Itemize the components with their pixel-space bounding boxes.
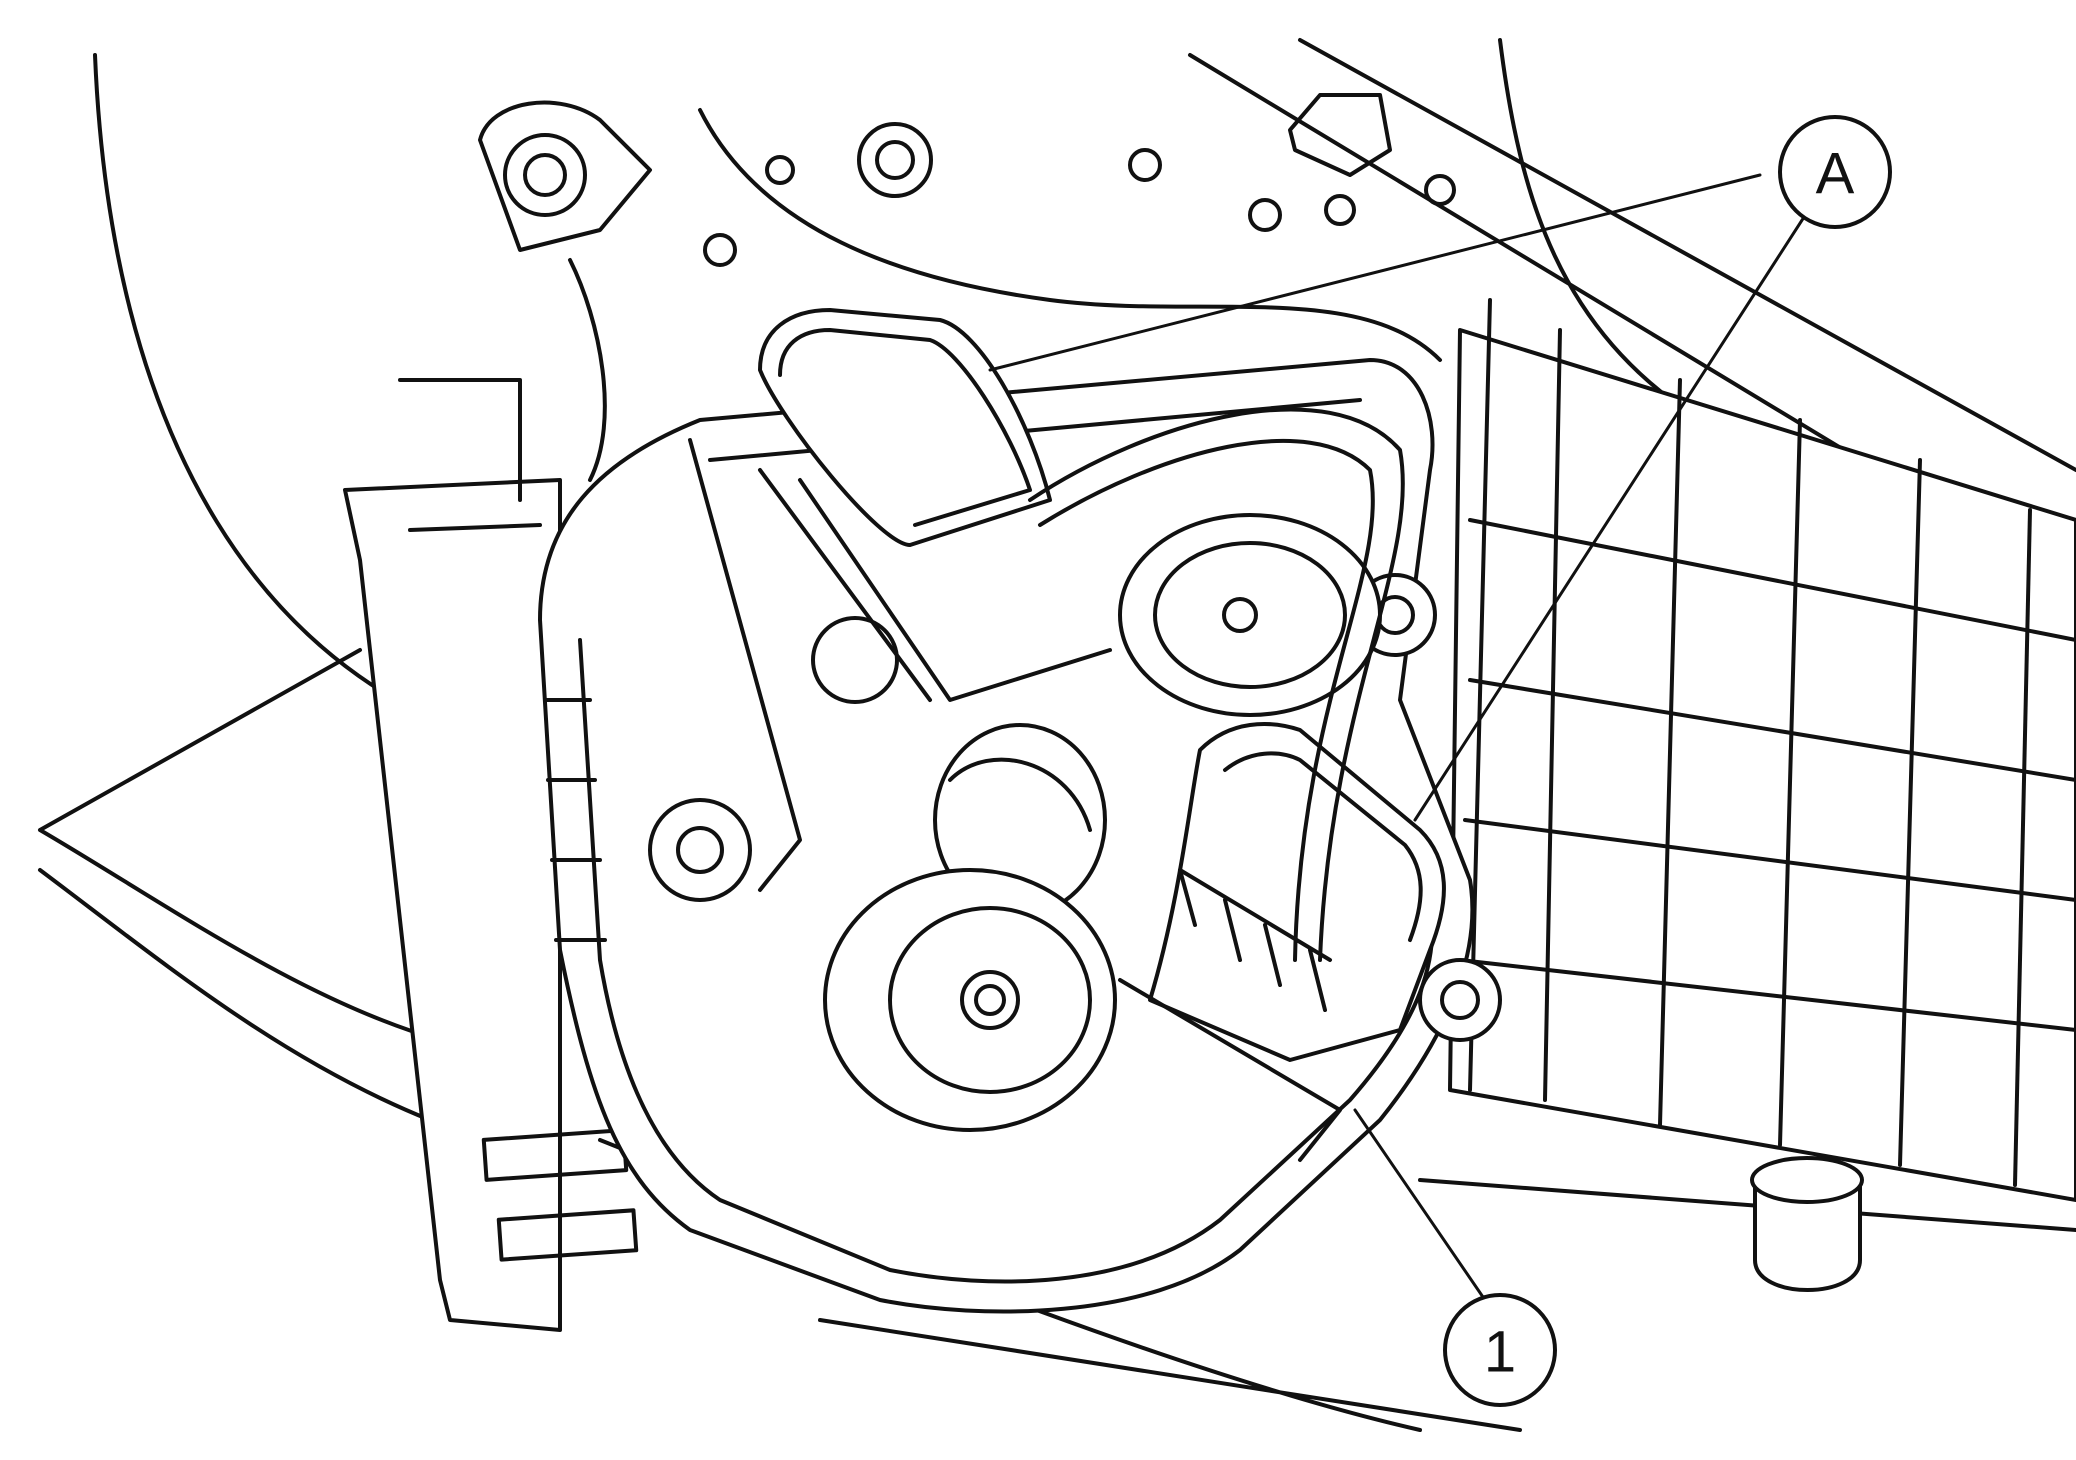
- linkage-arc-upper: [698, 108, 1442, 362]
- plate-hole-5: [765, 155, 795, 185]
- top-left-tab: [478, 100, 652, 252]
- leader-1: [1353, 1108, 1487, 1302]
- leader-a-lower: [1413, 198, 1817, 822]
- actuator-divider: [688, 438, 802, 892]
- upper-connector-base: [758, 468, 1112, 702]
- boss-middle-shadow: [948, 757, 1092, 832]
- mount-ear-left-inner: [676, 826, 724, 874]
- callout-1-circle: [1443, 1293, 1557, 1407]
- wire-harness-outer: [1028, 407, 1405, 962]
- callout-a: A: [1778, 115, 1892, 229]
- left-wedge: [38, 648, 442, 1122]
- boss-lower-pin-inner: [974, 984, 1006, 1016]
- plate-hole-2: [1248, 198, 1282, 232]
- upper-connector: [758, 308, 1052, 547]
- mount-ear-bottom-inner: [1440, 980, 1480, 1020]
- callout-1: 1: [1443, 1293, 1557, 1407]
- plate-hole-1: [1128, 148, 1162, 182]
- callout-1-label: 1: [1484, 1320, 1516, 1385]
- boss-upper-pin: [1222, 597, 1258, 633]
- plate-hole-4: [1424, 174, 1456, 206]
- grille-post: [1753, 1178, 1862, 1292]
- wire-harness-inner: [1038, 438, 1375, 962]
- plate-hole-6: [703, 233, 737, 267]
- lower-connector-tab: [1118, 978, 1342, 1162]
- actuator-ribs: [543, 698, 607, 942]
- grille-post-cap: [1750, 1156, 1864, 1204]
- top-left-ring-inner: [523, 153, 567, 197]
- mounting-plate: [343, 478, 562, 1332]
- plate-edge: [398, 378, 542, 532]
- lower-connector-inner: [1223, 751, 1423, 942]
- top-center-ring-inner: [875, 140, 915, 180]
- top-right-tab: [1288, 93, 1392, 177]
- plate-slot-lower: [496, 1208, 639, 1262]
- upper-connector-inner: [778, 328, 1032, 527]
- plate-hole-3: [1324, 194, 1356, 226]
- callout-a-circle: [1778, 115, 1892, 229]
- small-hole: [811, 616, 899, 704]
- leader-a-upper: [988, 173, 1762, 372]
- linkage-arc-outer: [568, 258, 607, 482]
- lower-connector-pins: [1178, 868, 1332, 1012]
- grille-bars: [1458, 298, 2076, 1187]
- callout-a-label: A: [1816, 142, 1855, 207]
